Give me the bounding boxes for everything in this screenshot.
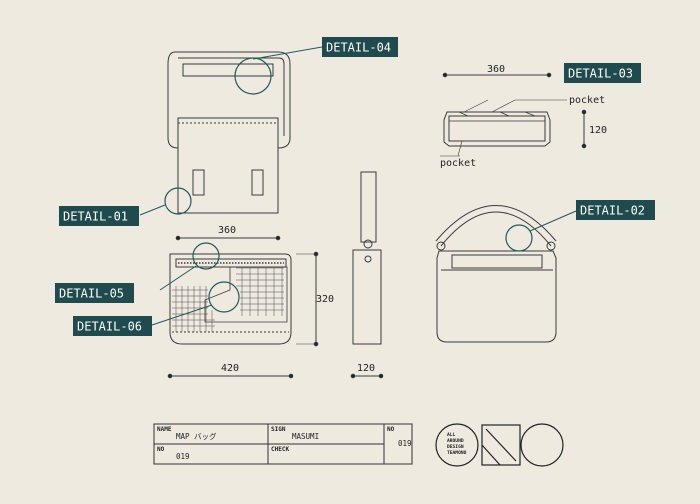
no-header-right: NO [387,426,395,433]
note-pocket-bottom: pocket [440,158,476,169]
sign-value: MASUMI [292,432,319,441]
dim-front-height: 320 [316,294,334,305]
brand-logo: ALL AROUND DESIGN TEAMONO [435,423,564,467]
detail-05-circle [192,242,220,270]
callout-detail-01: DETAIL-01 [59,206,139,226]
side-view-bag [352,171,382,345]
callout-label: DETAIL-06 [77,320,142,334]
title-block: NAME MAP バッグ SIGN MASUMI NO 019 CHECK NO… [153,423,413,465]
dim-top-view-width: 360 [218,225,236,236]
logo-line-2: AROUND [447,438,464,444]
callout-detail-06: DETAIL-06 [73,316,152,336]
logo-line-4: TEAMONO [447,450,467,456]
callout-label: DETAIL-03 [568,67,633,81]
logo-line-3: DESIGN [447,444,464,450]
dim-section-width: 360 [487,64,505,75]
dim-front-width: 420 [221,363,239,374]
name-value: MAP バッグ [176,431,217,441]
no-value-left: 019 [176,452,190,461]
top-view-bag [167,51,291,214]
callout-detail-02: DETAIL-02 [576,200,655,220]
check-header: CHECK [271,446,289,453]
detail-04-circle [234,57,272,95]
front-view-bag [169,253,292,345]
name-header: NAME [157,426,172,433]
note-pocket-top: pocket [569,95,605,106]
sign-header: SIGN [271,426,286,433]
callout-detail-05: DETAIL-05 [55,283,134,303]
section-view [440,72,587,157]
callout-detail-03: DETAIL-03 [564,63,641,83]
no-header-left: NO [157,446,165,453]
logo-circle [520,423,564,467]
detail-06-circle [208,281,240,313]
callout-label: DETAIL-01 [63,210,128,224]
callout-label: DETAIL-04 [326,41,391,55]
callout-label: DETAIL-02 [580,204,645,218]
logo-line-1: ALL [447,432,456,438]
detail-02-circle [505,224,533,252]
dim-section-height: 120 [589,125,607,136]
callout-detail-04: DETAIL-04 [322,37,398,57]
detail-01-circle [164,187,192,215]
dim-side-depth: 120 [357,363,375,374]
no-value-right: 019 [398,439,412,448]
callout-label: DETAIL-05 [59,287,124,301]
map-grid-pattern [172,267,284,332]
back-view-bag [435,205,557,343]
